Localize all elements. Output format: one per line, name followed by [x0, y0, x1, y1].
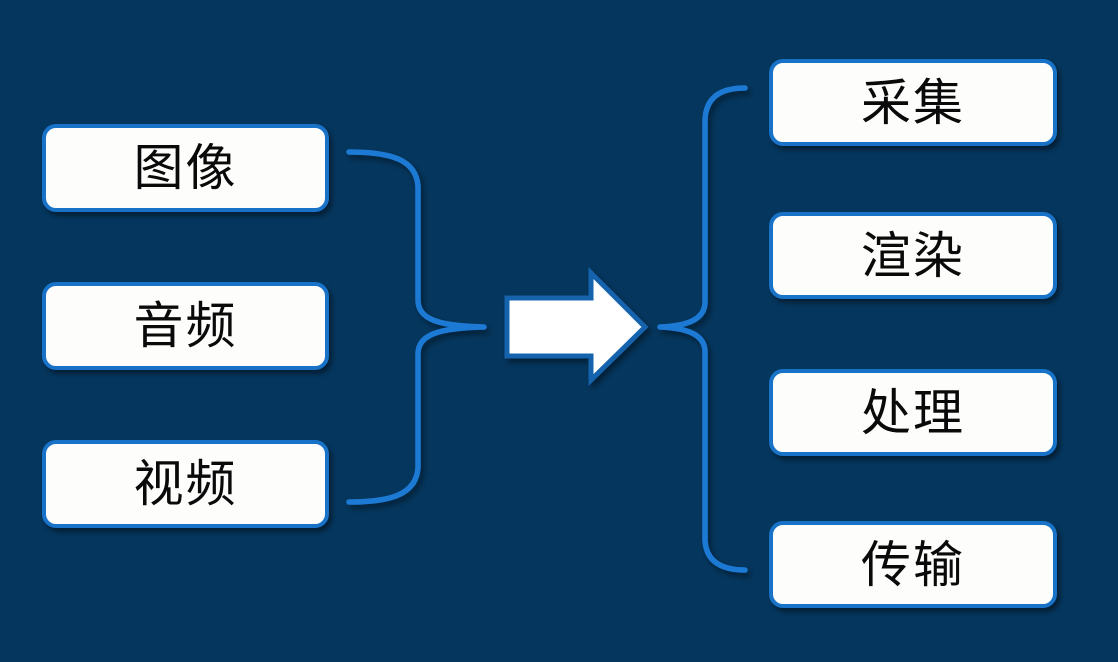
node-label-image: 图像	[133, 139, 238, 197]
node-label-process: 处理	[861, 383, 965, 442]
node-label-audio: 音频	[133, 297, 238, 355]
node-box-image[interactable]: 图像	[42, 124, 329, 212]
node-box-render[interactable]: 渲染	[769, 212, 1057, 299]
node-box-capture[interactable]: 采集	[769, 59, 1057, 146]
node-box-audio[interactable]: 音频	[42, 282, 329, 370]
right-arrow-icon	[504, 266, 649, 386]
node-label-video: 视频	[133, 455, 238, 513]
node-label-render: 渲染	[861, 226, 965, 285]
node-box-video[interactable]: 视频	[42, 440, 329, 528]
node-box-transmit[interactable]: 传输	[769, 521, 1057, 608]
right-brace-icon	[657, 85, 748, 573]
node-label-transmit: 传输	[861, 535, 965, 594]
left-brace-icon	[346, 149, 487, 505]
node-box-process[interactable]: 处理	[769, 369, 1057, 456]
node-label-capture: 采集	[861, 73, 965, 132]
